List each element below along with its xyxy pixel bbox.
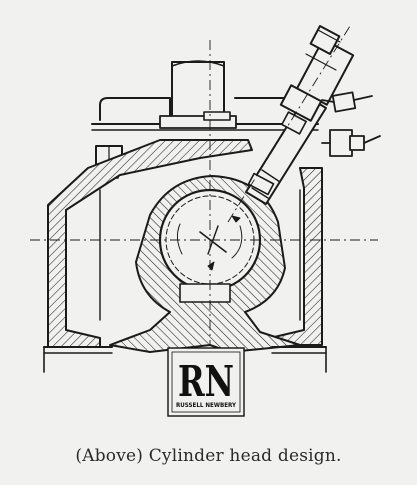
- port-passage: [179, 283, 231, 303]
- injector-clamp: [321, 91, 381, 157]
- figure-caption: (Above) Cylinder head design.: [75, 446, 342, 466]
- logo-company-name: RUSSELL NEWBERY: [176, 402, 236, 409]
- cylinder-head-cross-section-drawing: RN RUSSELL NEWBERY: [30, 25, 381, 417]
- russell-newbery-logo: RN RUSSELL NEWBERY: [167, 347, 245, 417]
- logo-initials: RN: [178, 357, 234, 406]
- rocker-cover: [99, 97, 171, 121]
